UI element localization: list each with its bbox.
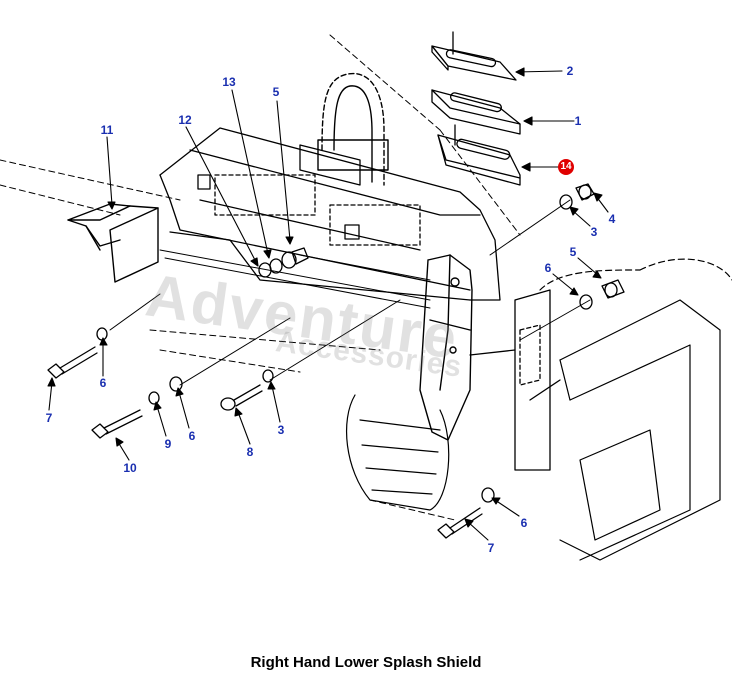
callout-1: 1: [574, 114, 582, 128]
callout-2: 2: [566, 64, 574, 78]
tow-hook: [317, 72, 389, 186]
callout-12: 12: [178, 113, 192, 127]
callout-4: 4: [608, 212, 616, 226]
callout-7-left: 7: [45, 411, 53, 425]
callout-5: 5: [569, 245, 577, 259]
callout-13: 13: [222, 75, 236, 89]
bolt-8: [220, 384, 263, 411]
callout-6-bottom: 6: [520, 516, 528, 530]
front-tire: [345, 394, 450, 511]
callout-14-highlighted[interactable]: 14: [558, 159, 574, 175]
callout-6-left: 6: [99, 376, 107, 390]
upper-fastener-stack: [258, 247, 309, 278]
shackle-plate-1: [431, 89, 521, 135]
splash-shield-right: [469, 289, 561, 471]
diagram-caption: Right Hand Lower Splash Shield: [250, 654, 482, 671]
splash-shield-bracket: [419, 254, 473, 441]
callout-7-bottom: 7: [487, 541, 495, 555]
callout-9: 9: [164, 437, 172, 451]
callout-10: 10: [123, 461, 137, 475]
shackle-plate-2: [431, 31, 517, 81]
bolt-7-bottom: [437, 507, 483, 539]
splash-shield-left: [67, 203, 159, 283]
bumper-frame-right: [539, 258, 732, 561]
frame-crossmember: [159, 127, 501, 301]
mounting-rods: [109, 199, 591, 386]
callout-6: 6: [544, 261, 552, 275]
callout-3: 3: [590, 225, 598, 239]
leader-lines: [47, 67, 609, 541]
right-fastener-stack: [559, 183, 625, 310]
callout-6-mid: 6: [188, 429, 196, 443]
bolt-7-left: [47, 346, 98, 379]
bolt-10: [91, 409, 143, 439]
callout-11: 11: [100, 123, 114, 137]
frame-rail-outline: [0, 34, 521, 521]
callout-8: 8: [246, 445, 254, 459]
callout-3-lower: 3: [277, 423, 285, 437]
shackle-plate-14: [437, 124, 521, 186]
callout-5-upper: 5: [272, 85, 280, 99]
exploded-parts-diagram: [0, 31, 732, 561]
